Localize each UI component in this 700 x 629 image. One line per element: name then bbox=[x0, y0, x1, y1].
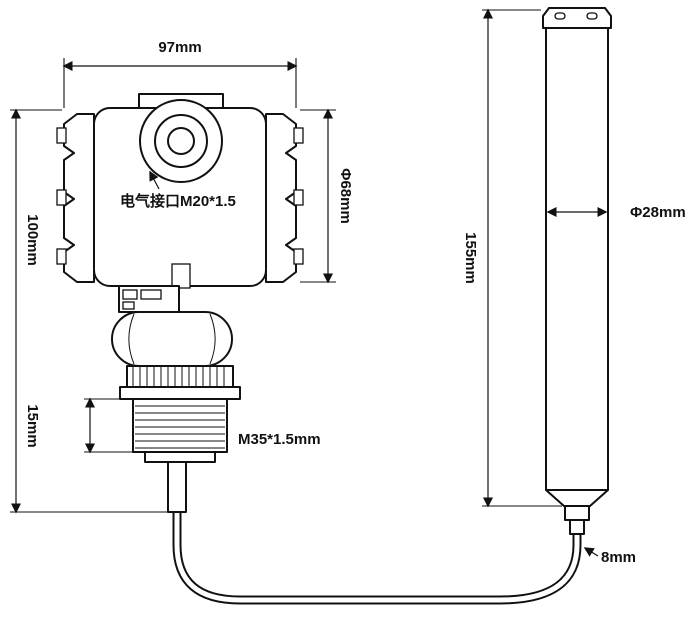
right-wing-tab bbox=[293, 127, 304, 144]
left-wing-tab bbox=[56, 248, 67, 265]
connection-cable bbox=[172, 505, 582, 605]
probe-top-cap bbox=[542, 7, 612, 29]
dim-housing-width-label: 97mm bbox=[158, 39, 201, 56]
housing-right-wing bbox=[265, 113, 297, 283]
housing-left-wing bbox=[63, 113, 95, 283]
cable-tube bbox=[167, 461, 187, 513]
dim-cable-diameter-label: 8mm bbox=[601, 549, 636, 566]
dim-probe-diameter: Φ28mm bbox=[546, 204, 686, 221]
left-wing-tab bbox=[56, 189, 67, 206]
neck-detail bbox=[122, 289, 138, 300]
probe-gland-lower bbox=[569, 519, 585, 535]
annotation-electrical-interface: 电气接口M20*1.5 bbox=[120, 170, 236, 210]
thread-lines bbox=[135, 405, 225, 449]
vent-slot bbox=[586, 12, 598, 20]
neck-detail bbox=[122, 301, 135, 310]
coupling-body bbox=[111, 311, 233, 367]
electrical-interface-label: 电气接口M20*1.5 bbox=[120, 192, 236, 210]
right-wing-tab bbox=[293, 248, 304, 265]
probe-gland-upper bbox=[564, 505, 590, 521]
dim-housing-width: 97mm bbox=[62, 39, 298, 108]
transmitter-assembly bbox=[56, 93, 304, 513]
display-window bbox=[167, 127, 195, 155]
neck-detail bbox=[140, 289, 162, 300]
side-block bbox=[171, 263, 191, 289]
dim-housing-height-label: 100mm bbox=[24, 214, 41, 266]
display-bezel-ring bbox=[154, 114, 208, 168]
annotation-thread-spec: M35*1.5mm bbox=[238, 431, 321, 448]
right-wing-tab bbox=[293, 189, 304, 206]
dim-housing-height: 100mm bbox=[10, 108, 168, 514]
dim-flange-height-label: 15mm bbox=[24, 404, 41, 447]
knurl-hatching bbox=[132, 367, 225, 386]
threaded-stub bbox=[132, 398, 228, 453]
flange-plate bbox=[119, 386, 241, 400]
probe-body bbox=[545, 27, 609, 491]
dim-flange-height: 15mm bbox=[24, 397, 143, 454]
bottom-collar bbox=[144, 451, 216, 463]
dim-probe-diameter-label: Φ28mm bbox=[630, 204, 686, 221]
coupling-contour bbox=[209, 313, 216, 365]
coupling-contour bbox=[128, 313, 135, 365]
dim-probe-length-label: 155mm bbox=[462, 232, 479, 284]
dim-probe-length: 155mm bbox=[462, 8, 562, 508]
dim-housing-diameter: Φ68mm bbox=[300, 108, 354, 284]
probe-taper bbox=[545, 489, 609, 507]
probe-assembly bbox=[542, 7, 612, 535]
display-bezel-outer bbox=[139, 99, 223, 183]
dim-cable-diameter: 8mm bbox=[583, 547, 636, 566]
thread-spec-label: M35*1.5mm bbox=[238, 431, 321, 448]
left-wing-tab bbox=[56, 127, 67, 144]
dim-housing-diameter-label: Φ68mm bbox=[337, 168, 354, 224]
vent-slot bbox=[554, 12, 566, 20]
